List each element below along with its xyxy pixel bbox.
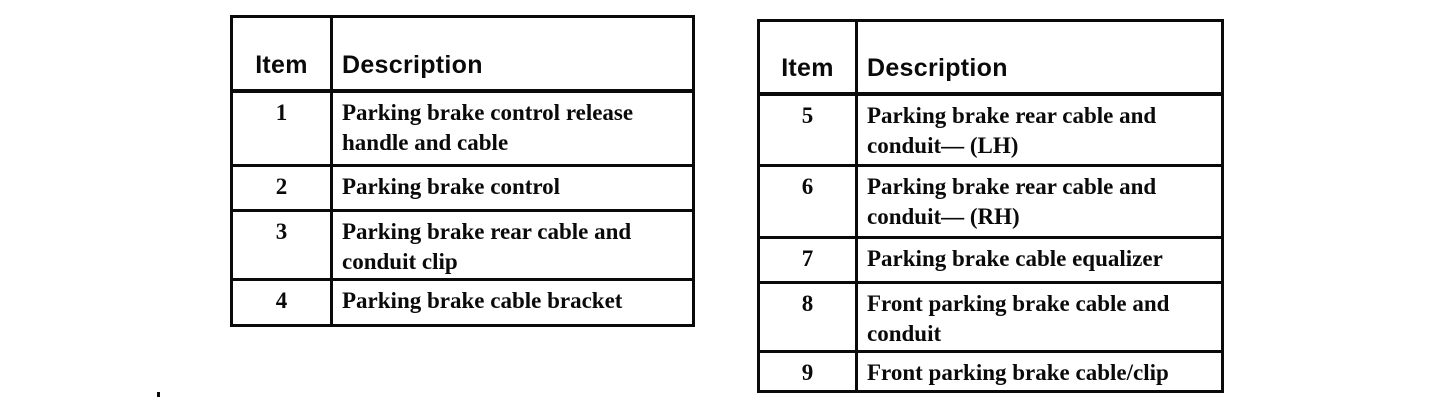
scan-artifact-dot [157, 392, 160, 397]
table-row: 3 Parking brake rear cable and conduit c… [230, 209, 695, 281]
table-header-row: Item Description [757, 19, 1224, 96]
table-row: 4 Parking brake cable bracket [230, 278, 695, 327]
item-description: Parking brake rear cable and conduit cli… [330, 209, 695, 281]
item-number: 4 [230, 278, 333, 327]
item-description: Parking brake control [330, 164, 695, 212]
item-number: 5 [757, 92, 858, 167]
item-number: 3 [230, 209, 333, 281]
table-row: 1 Parking brake control release handle a… [230, 89, 695, 167]
table-row: 8 Front parking brake cable and conduit [757, 281, 1224, 353]
table-row: 9 Front parking brake cable/clip [757, 350, 1224, 393]
column-header-item: Item [230, 15, 333, 93]
table-row: 7 Parking brake cable equalizer [757, 236, 1224, 284]
table-row: 6 Parking brake rear cable and conduit— … [757, 164, 1224, 239]
parts-table-items-1-4: Item Description 1 Parking brake control… [230, 15, 695, 327]
table-row: 5 Parking brake rear cable and conduit— … [757, 92, 1224, 167]
item-description: Front parking brake cable and conduit [855, 281, 1224, 353]
item-number: 9 [757, 350, 858, 393]
item-number: 1 [230, 89, 333, 167]
column-header-description: Description [855, 19, 1224, 96]
item-number: 8 [757, 281, 858, 353]
table-header-row: Item Description [230, 15, 695, 93]
parts-table-items-5-9: Item Description 5 Parking brake rear ca… [757, 19, 1224, 393]
item-description: Parking brake control release handle and… [330, 89, 695, 167]
item-description: Parking brake rear cable and conduit— (R… [855, 164, 1224, 239]
table-row: 2 Parking brake control [230, 164, 695, 212]
item-description: Front parking brake cable/clip [855, 350, 1224, 393]
column-header-item: Item [757, 19, 858, 96]
item-description: Parking brake cable equalizer [855, 236, 1224, 284]
item-description: Parking brake cable bracket [330, 278, 695, 327]
item-description: Parking brake rear cable and conduit— (L… [855, 92, 1224, 167]
item-number: 6 [757, 164, 858, 239]
item-number: 2 [230, 164, 333, 212]
column-header-description: Description [330, 15, 695, 93]
item-number: 7 [757, 236, 858, 284]
